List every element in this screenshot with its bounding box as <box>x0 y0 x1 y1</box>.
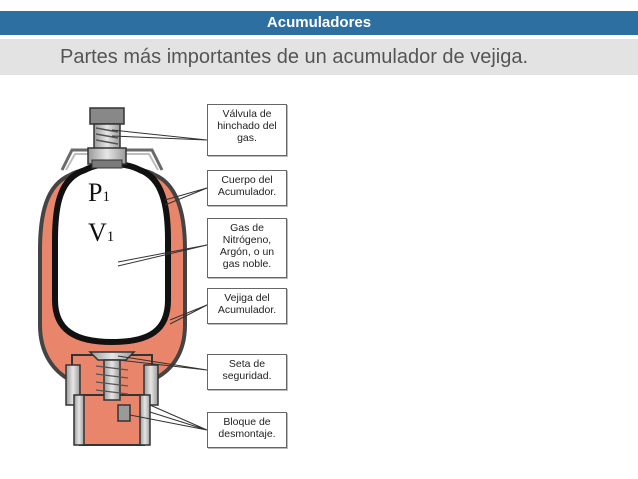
label-gas: Gas de Nitrógeno, Argón, o un gas noble. <box>207 218 287 278</box>
poppet-valve <box>88 351 136 401</box>
pressure-subscript: 1 <box>102 189 110 205</box>
label-bladder: Vejiga del Acumulador. <box>207 288 287 324</box>
slide-title-bar: Acumuladores <box>0 11 638 35</box>
leader-lines <box>111 129 208 431</box>
bladder <box>52 161 171 346</box>
label-poppet: Seta de seguridad. <box>207 354 287 390</box>
pressure-letter: P <box>88 178 103 207</box>
volume-symbol: V1 <box>88 218 114 248</box>
slide-subtitle: Partes más importantes de un acumulador … <box>0 39 638 75</box>
volume-letter: V <box>88 218 107 247</box>
pressure-symbol: P1 <box>88 178 110 208</box>
slide-title: Acumuladores <box>266 14 372 31</box>
label-removal-block: Bloque de desmontaje. <box>207 412 287 448</box>
label-gas-valve: Válvula de hinchado del gas. <box>207 104 287 156</box>
gas-valve <box>87 107 127 169</box>
volume-subscript: 1 <box>106 229 115 245</box>
label-accumulator-body: Cuerpo del Acumulador. <box>207 170 287 206</box>
